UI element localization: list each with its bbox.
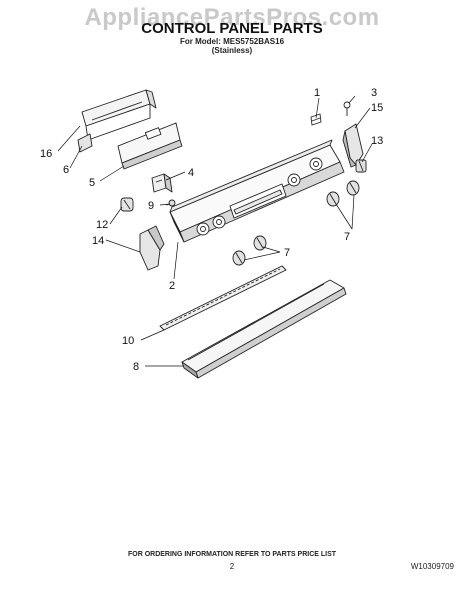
part-8-trim: [181, 279, 347, 379]
part-10-rod: [159, 265, 287, 331]
model-line: For Model: MES5752BAS16: [179, 37, 285, 46]
callout-14: 14: [92, 235, 104, 247]
callout-5: 5: [89, 177, 95, 189]
part-12-knob: [120, 197, 134, 212]
ordering-note: FOR ORDERING INFORMATION REFER TO PARTS …: [127, 551, 337, 558]
part-4-switch: [151, 173, 173, 193]
callout-1: 1: [314, 87, 320, 99]
callout-2: 2: [169, 280, 175, 292]
part-9-screw: [165, 199, 176, 207]
callout-9: 9: [148, 200, 154, 212]
page-title: CONTROL PANEL PARTS: [141, 20, 323, 37]
callout-12: 12: [96, 219, 108, 231]
variant-line: (Stainless): [211, 46, 253, 55]
callout-7-left: 7: [284, 247, 290, 259]
part-16-display-bracket: [81, 89, 157, 141]
callout-16: 16: [40, 148, 52, 160]
callout-7-right: 7: [344, 231, 350, 243]
callout-13: 13: [371, 135, 383, 147]
part-15-end-cap: [342, 123, 364, 168]
callout-6: 6: [63, 164, 69, 176]
document-number: W10309709: [410, 562, 454, 571]
watermark-text: AppliancePartsPros.com: [84, 4, 380, 31]
part-14-end-cap: [139, 225, 165, 271]
callout-15: 15: [371, 102, 383, 114]
part-13-knob: [355, 159, 367, 173]
page-number: 2: [229, 562, 235, 571]
callout-4: 4: [188, 167, 194, 179]
part-2-control-panel: [169, 139, 345, 243]
leader-lines: [57, 95, 373, 367]
callout-8: 8: [133, 361, 139, 373]
part-5-overlay: [117, 122, 183, 170]
callout-3: 3: [371, 87, 377, 99]
callout-10: 10: [122, 335, 134, 347]
part-3-screw: [343, 101, 351, 116]
part-7-knobs: [232, 180, 360, 266]
part-1-clip: [310, 113, 322, 126]
